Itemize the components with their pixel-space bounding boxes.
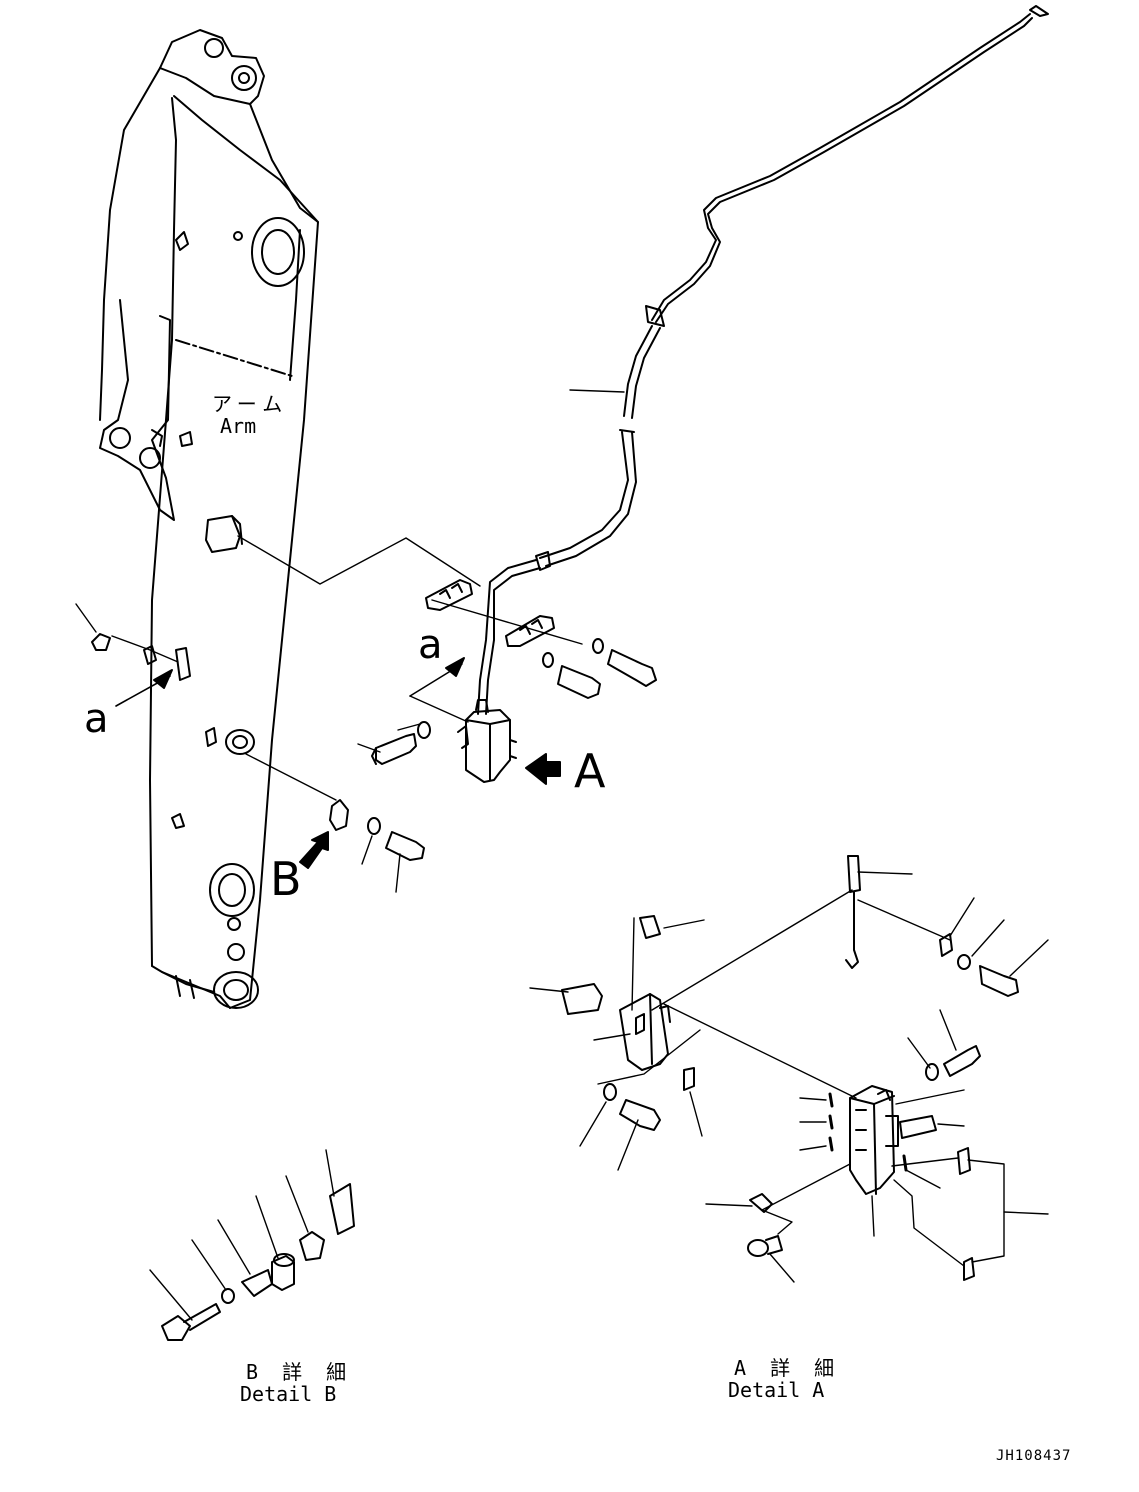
detail-b-drawing [149,1149,355,1341]
drawing-code: JH108437 [996,1448,1072,1464]
arm-label-en: Arm [220,414,257,438]
detail-a-title-jp: A 詳 細 [734,1356,841,1380]
hose-brackets [237,535,657,699]
view-a-label-upper: a [418,622,443,668]
view-arrows [75,603,561,869]
arm-body [99,29,319,1009]
view-A-label: A [574,744,606,798]
view-a-label-left: a [84,696,109,742]
detail-b-title-en: Detail B [240,1382,337,1406]
detail-a-drawing [529,855,1049,1283]
view-B-label: B [270,852,302,906]
detail-a-title-en: Detail A [728,1378,825,1402]
arm-label-jp: アーム [212,392,289,416]
hose-routing [457,5,1049,783]
sensor-fasteners [245,721,431,893]
detail-b-title-jp: B 詳 細 [246,1360,353,1384]
